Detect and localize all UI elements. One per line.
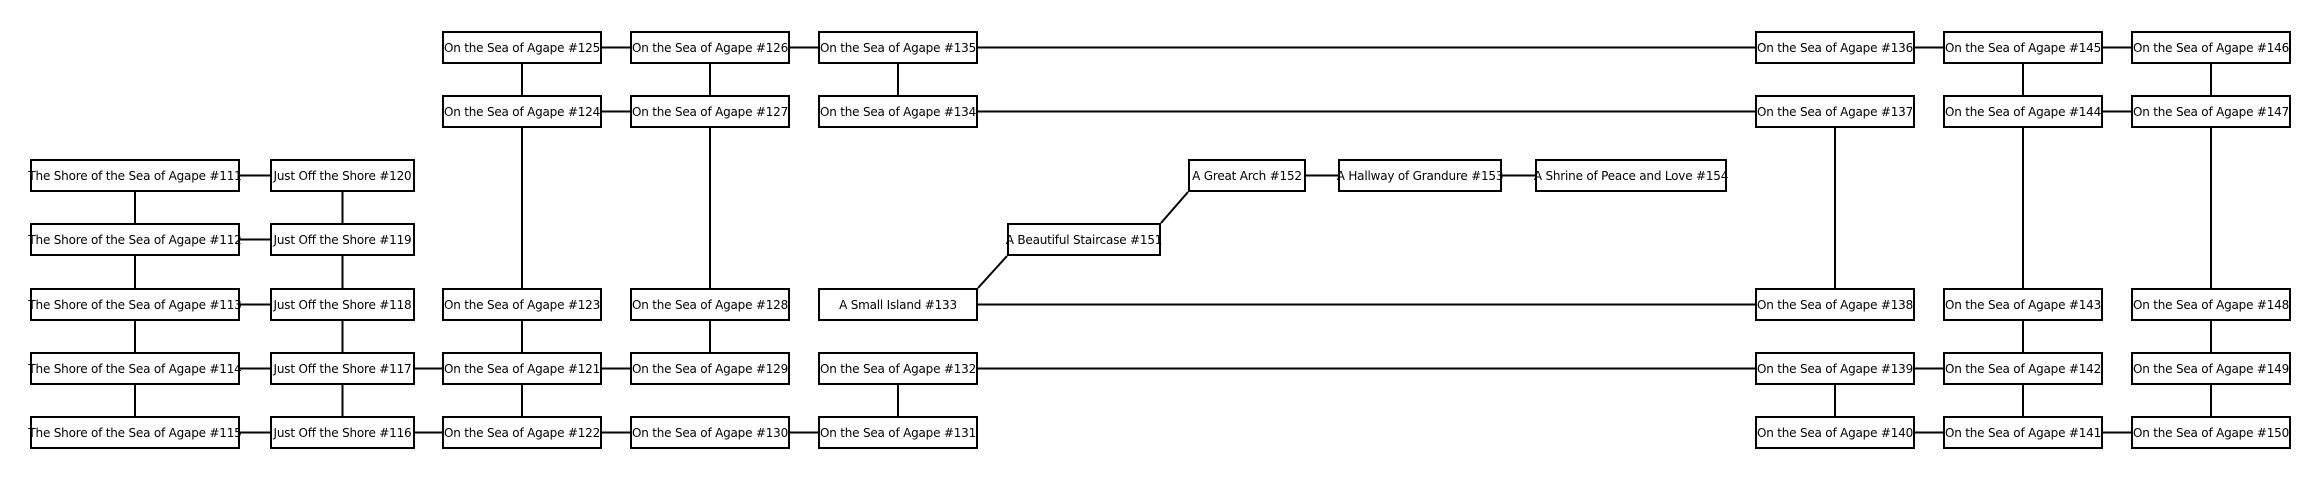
room-140[interactable]: On the Sea of Agape #140 (1755, 416, 1915, 449)
room-118[interactable]: Just Off the Shore #118 (270, 288, 415, 321)
room-114[interactable]: The Shore of the Sea of Agape #114 (28, 352, 242, 385)
connector-133-151 (977, 255, 1008, 289)
room-116[interactable]: Just Off the Shore #116 (270, 416, 415, 449)
room-111[interactable]: The Shore of the Sea of Agape #111 (28, 159, 242, 192)
room-134[interactable]: On the Sea of Agape #134 (818, 95, 978, 128)
room-123[interactable]: On the Sea of Agape #123 (442, 288, 602, 321)
room-142[interactable]: On the Sea of Agape #142 (1943, 352, 2103, 385)
room-135[interactable]: On the Sea of Agape #135 (818, 31, 978, 64)
room-133[interactable]: A Small Island #133 (818, 288, 978, 321)
room-150[interactable]: On the Sea of Agape #150 (2131, 416, 2291, 449)
room-120[interactable]: Just Off the Shore #120 (270, 159, 415, 192)
room-124[interactable]: On the Sea of Agape #124 (442, 95, 602, 128)
room-137[interactable]: On the Sea of Agape #137 (1755, 95, 1915, 128)
room-139[interactable]: On the Sea of Agape #139 (1755, 352, 1915, 385)
room-151[interactable]: A Beautiful Staircase #151 (1006, 223, 1162, 256)
room-128[interactable]: On the Sea of Agape #128 (630, 288, 790, 321)
room-122[interactable]: On the Sea of Agape #122 (442, 416, 602, 449)
room-136[interactable]: On the Sea of Agape #136 (1755, 31, 1915, 64)
room-119[interactable]: Just Off the Shore #119 (270, 223, 415, 256)
room-143[interactable]: On the Sea of Agape #143 (1943, 288, 2103, 321)
room-125[interactable]: On the Sea of Agape #125 (442, 31, 602, 64)
room-112[interactable]: The Shore of the Sea of Agape #112 (28, 223, 242, 256)
room-149[interactable]: On the Sea of Agape #149 (2131, 352, 2291, 385)
room-141[interactable]: On the Sea of Agape #141 (1943, 416, 2103, 449)
room-152[interactable]: A Great Arch #152 (1188, 159, 1306, 192)
room-113[interactable]: The Shore of the Sea of Agape #113 (28, 288, 242, 321)
room-147[interactable]: On the Sea of Agape #147 (2131, 95, 2291, 128)
room-129[interactable]: On the Sea of Agape #129 (630, 352, 790, 385)
room-148[interactable]: On the Sea of Agape #148 (2131, 288, 2291, 321)
room-131[interactable]: On the Sea of Agape #131 (818, 416, 978, 449)
room-153[interactable]: A Hallway of Grandure #153 (1337, 159, 1503, 192)
room-144[interactable]: On the Sea of Agape #144 (1943, 95, 2103, 128)
room-115[interactable]: The Shore of the Sea of Agape #115 (28, 416, 242, 449)
room-132[interactable]: On the Sea of Agape #132 (818, 352, 978, 385)
room-126[interactable]: On the Sea of Agape #126 (630, 31, 790, 64)
room-121[interactable]: On the Sea of Agape #121 (442, 352, 602, 385)
room-154[interactable]: A Shrine of Peace and Love #154 (1534, 159, 1728, 192)
connector-151-152 (1160, 191, 1189, 224)
room-117[interactable]: Just Off the Shore #117 (270, 352, 415, 385)
room-145[interactable]: On the Sea of Agape #145 (1943, 31, 2103, 64)
room-146[interactable]: On the Sea of Agape #146 (2131, 31, 2291, 64)
room-138[interactable]: On the Sea of Agape #138 (1755, 288, 1915, 321)
room-130[interactable]: On the Sea of Agape #130 (630, 416, 790, 449)
room-127[interactable]: On the Sea of Agape #127 (630, 95, 790, 128)
